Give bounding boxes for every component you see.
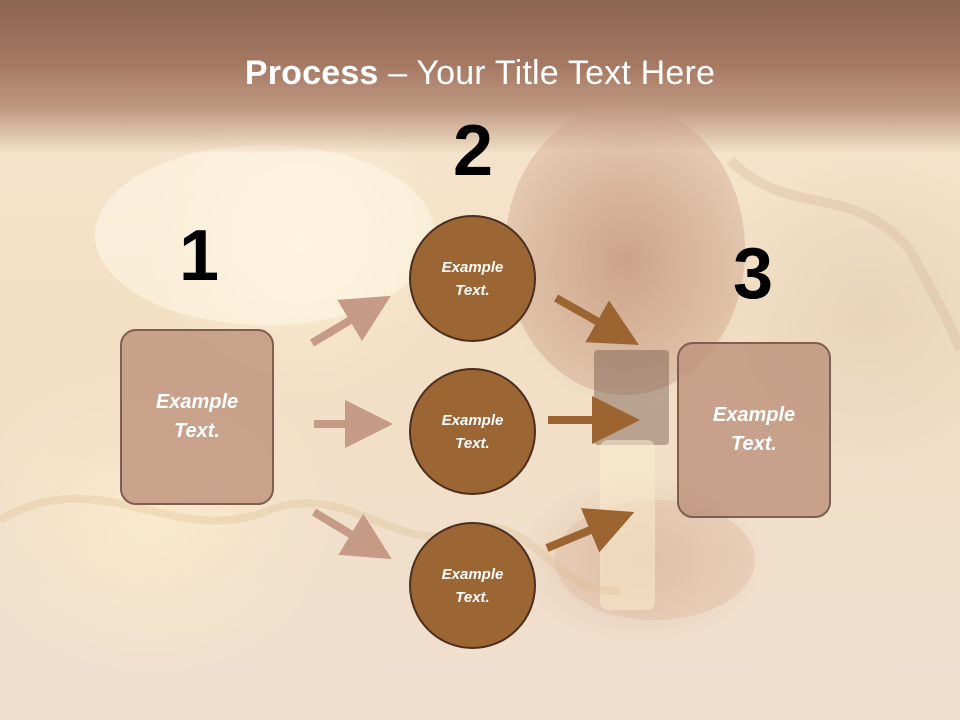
title-rest-text: – Your Title Text Here: [378, 54, 716, 92]
left-box-text: Example Text.: [155, 391, 239, 442]
arrow-bottom-to-right: [545, 508, 635, 553]
hand-shape: [555, 500, 755, 620]
arrow-left-to-bottom: [311, 508, 392, 560]
step-number-2: 2: [452, 111, 494, 191]
top-process-circle: Example Text.: [409, 215, 536, 342]
bottom-process-circle: Example Text.: [409, 522, 536, 649]
chocolate-shape: [594, 350, 669, 445]
step-number-3: 3: [732, 234, 774, 314]
right-process-box: Example Text.: [677, 342, 831, 518]
middle-circle-text: Example Text.: [441, 411, 504, 452]
wrapper-shape: [600, 440, 655, 610]
middle-process-circle: Example Text.: [409, 368, 536, 495]
left-process-box: Example Text.: [120, 329, 274, 505]
title-band: [0, 0, 960, 152]
top-circle-text: Example Text.: [441, 258, 504, 299]
right-box-text: Example Text.: [712, 404, 796, 455]
slide-title: Process – Your Title Text Here: [0, 53, 960, 93]
hair-shape: [95, 145, 435, 325]
arrow-top-to-right: [554, 294, 639, 345]
arrow-left-to-top: [309, 295, 391, 347]
step-number-1: 1: [178, 216, 220, 296]
title-bold-text: Process: [244, 54, 379, 92]
bottom-circle-text: Example Text.: [441, 565, 504, 606]
